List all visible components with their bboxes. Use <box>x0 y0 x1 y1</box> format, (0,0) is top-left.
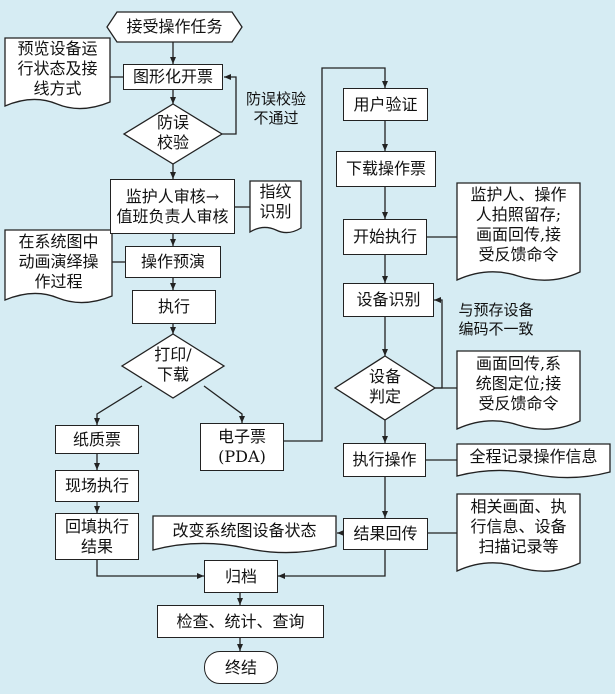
print-download-line-1: 打印/ <box>154 345 192 364</box>
photo-doc-line-3: 画面回传,接 <box>475 225 562 244</box>
print-download-label: 打印/ 下载 <box>130 338 216 394</box>
info-doc-line-1: 相关画面、执 <box>470 497 567 516</box>
info-doc-line-3: 扫描记录等 <box>478 537 559 556</box>
photo-doc: 监护人、操作 人拍照留存; 画面回传,接 受反馈命令 <box>457 183 580 277</box>
photo-doc-line-2: 人拍照留存; <box>475 205 562 224</box>
preview-doc-line-2: 行状态及接 <box>17 59 98 78</box>
backfill-result-line-2: 结果 <box>80 536 113 556</box>
prevention-fail-note-line-2: 不通过 <box>253 109 299 127</box>
review-line-2: 值班负责人审核 <box>116 206 229 226</box>
user-verify-box: 用户验证 <box>343 88 428 121</box>
animation-doc: 在系统图中 动画演绎操 作过程 <box>5 230 112 304</box>
query-box: 检查、统计、查询 <box>157 605 324 638</box>
record-doc: 全程记录操作信息 <box>469 447 598 466</box>
device-identify-box: 设备识别 <box>343 283 434 317</box>
do-operation-box: 执行操作 <box>343 443 426 477</box>
edge-return-archive <box>278 550 386 579</box>
result-return-box: 结果回传 <box>343 518 428 550</box>
preview-doc-shape <box>4 37 111 110</box>
photo-doc-line-4: 受反馈命令 <box>478 245 559 264</box>
mismatch-note-line-2: 编码不一致 <box>458 320 534 338</box>
end-terminal: 终结 <box>204 651 278 684</box>
record-doc-shape <box>456 443 611 479</box>
prevention-check-line-1: 防误 <box>156 113 189 132</box>
fingerprint-doc-line-2: 识别 <box>259 202 292 221</box>
preview-doc: 预览设备运 行状态及接 线方式 <box>5 38 110 110</box>
print-download-line-2: 下载 <box>156 365 189 384</box>
locate-doc-line-2: 统图定位;接 <box>475 374 562 393</box>
prevention-fail-note-line-1: 防误校验 <box>245 90 306 109</box>
start-terminal: 接受操作任务 <box>126 17 223 36</box>
backfill-result-box: 回填执行 结果 <box>55 513 139 560</box>
archive-box: 归档 <box>204 560 278 593</box>
edge-backfill-archive <box>96 560 204 579</box>
photo-doc-line-1: 监护人、操作 <box>470 185 567 204</box>
review-box: 监护人审核→ 值班负责人审核 <box>110 179 235 234</box>
animation-doc-line-3: 作过程 <box>34 272 83 291</box>
electronic-ticket-box: 电子票 (PDA) <box>200 423 284 471</box>
locate-doc-line-1: 画面回传,系 <box>475 354 562 373</box>
paper-ticket-box: 纸质票 <box>55 425 139 454</box>
start-execute-box: 开始执行 <box>343 219 427 255</box>
locate-doc-shape <box>456 350 581 431</box>
download-ticket-box: 下载操作票 <box>336 151 436 187</box>
info-doc: 相关画面、执 行信息、设备 扫描记录等 <box>457 494 580 570</box>
electronic-ticket-line-1: 电子票 <box>217 427 266 446</box>
device-judge-line-2: 判定 <box>368 387 401 406</box>
mismatch-note-line-1: 与预存设备 <box>458 301 534 320</box>
change-state-doc-shape <box>152 515 337 554</box>
edge-print-electronic <box>203 385 245 423</box>
electronic-ticket-line-2: (PDA) <box>218 447 266 466</box>
info-doc-shape <box>456 493 581 573</box>
print-download-diamond <box>120 333 226 399</box>
fingerprint-doc: 指纹 识别 <box>250 181 301 233</box>
preview-doc-line-3: 线方式 <box>33 79 82 98</box>
start-terminal-shape <box>106 11 243 43</box>
animation-doc-shape <box>4 229 113 304</box>
animation-doc-line-2: 动画演绎操 <box>18 252 99 271</box>
preview-doc-line-1: 预览设备运 <box>17 39 98 58</box>
fingerprint-doc-line-1: 指纹 <box>259 182 292 201</box>
backfill-result-line-1: 回填执行 <box>64 516 129 536</box>
fingerprint-doc-shape <box>249 180 302 234</box>
info-doc-line-2: 行信息、设备 <box>470 517 567 536</box>
onsite-execute-box: 现场执行 <box>55 470 139 502</box>
edge-electronic-verify <box>284 67 388 442</box>
edge-print-paper <box>94 385 143 425</box>
prevention-fail-note: 防误校验 不通过 <box>238 86 314 132</box>
prevention-check-label: 防误 校验 <box>134 106 212 162</box>
animation-doc-line-1: 在系统图中 <box>18 232 99 251</box>
locate-doc-line-3: 受反馈命令 <box>478 394 559 413</box>
execute-box: 执行 <box>132 290 216 324</box>
review-line-1: 监护人审核→ <box>125 186 220 206</box>
rehearsal-box: 操作预演 <box>125 246 221 278</box>
prevention-check-line-2: 校验 <box>156 133 189 152</box>
photo-doc-shape <box>456 182 581 282</box>
graphic-ticket-box: 图形化开票 <box>123 64 223 90</box>
edge-judge-fail-loop <box>434 297 443 389</box>
device-judge-line-1: 设备 <box>368 367 401 386</box>
locate-doc: 画面回传,系 统图定位;接 受反馈命令 <box>457 351 580 427</box>
mismatch-note: 与预存设备 编码不一致 <box>444 298 548 342</box>
edge-check-fail-loop <box>222 74 237 135</box>
device-judge-label: 设备 判定 <box>345 360 425 416</box>
change-state-doc: 改变系统图设备状态 <box>172 521 317 540</box>
